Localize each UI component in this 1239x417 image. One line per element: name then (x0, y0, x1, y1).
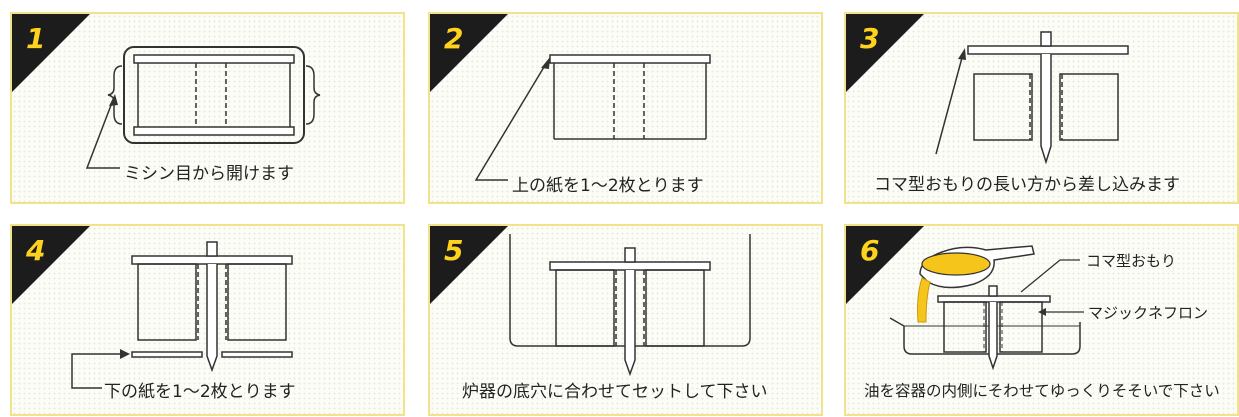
step-caption: 油を容器の内側にそわせてゆっくりそそいで下さい (864, 382, 1220, 400)
weight-label: コマ型おもり (1086, 252, 1177, 270)
step-panel-4: 4 下の紙を1～2枚とります (10, 224, 405, 416)
step-caption: ミシン目から開けます (124, 164, 294, 184)
step-panel-2: 2 上の紙を1～2枚とります (428, 12, 823, 204)
step-number: 4 (26, 234, 46, 267)
insert-weight-diagram (935, 31, 1129, 165)
filter-pack-diagram (85, 46, 321, 169)
step-caption: 炉器の底穴に合わせてセットして下さい (462, 382, 768, 402)
corner-badge (12, 226, 90, 304)
step-panel-5: 5 炉器の底穴に合わせてセットして下さい (428, 224, 823, 416)
corner-badge (846, 14, 924, 92)
step-panel-6: 6 コマ型おもり マジックネフロン 油を容器の内側にそわせてゆっくりそそいで下さ… (844, 224, 1239, 416)
step-number: 2 (444, 22, 464, 55)
set-in-pot-diagram (509, 234, 751, 377)
step-number: 3 (860, 22, 880, 55)
step-number: 6 (860, 234, 880, 267)
corner-badge (430, 14, 508, 92)
pour-oil-diagram (889, 245, 1084, 371)
filter-bottom-paper-diagram (71, 241, 293, 389)
corner-badge (12, 14, 90, 92)
step-caption: 下の紙を1～2枚とります (104, 382, 296, 402)
step-caption: コマ型おもりの長い方から差し込みます (874, 175, 1180, 195)
step-panel-1: 1 ミシン目から開けます (10, 12, 405, 204)
step-number: 5 (444, 234, 464, 267)
filter-top-paper-diagram (474, 54, 711, 181)
step-caption: 上の紙を1～2枚とります (512, 176, 704, 196)
step-number: 1 (26, 22, 46, 55)
corner-badge (430, 226, 508, 304)
corner-badge (846, 226, 924, 304)
filter-label: マジックネフロン (1088, 304, 1209, 322)
step-panel-3: 3 コマ型おもりの長い方から差し込みます (844, 12, 1239, 204)
